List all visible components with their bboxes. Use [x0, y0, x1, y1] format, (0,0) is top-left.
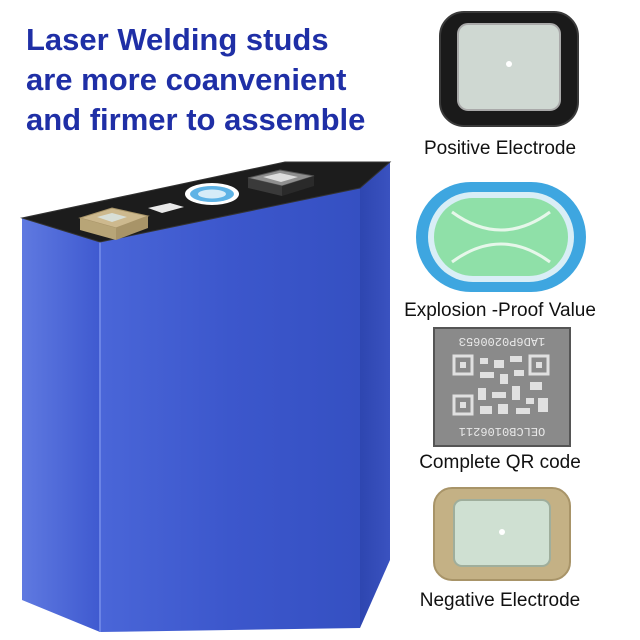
battery-positive-terminal [247, 169, 315, 196]
battery-negative-terminal [78, 207, 150, 240]
positive-electrode-icon [439, 11, 579, 127]
negative-electrode-label: Negative Electrode [419, 590, 581, 611]
qr-code-text-top: 1AD6P020065З [459, 334, 545, 348]
headline-line-1: Laser Welding studs [26, 22, 329, 57]
explosion-proof-valve-icon [416, 182, 586, 292]
battery-side-face [360, 162, 390, 628]
explosion-proof-valve-label: Explosion -Proof Value [404, 300, 596, 321]
battery-qr-plate [148, 203, 184, 213]
feature-positive-electrode: Positive Electrode [380, 0, 640, 170]
negative-electrode-icon [433, 487, 571, 581]
battery-valve [185, 183, 239, 205]
headline: Laser Welding studs are more coanvenient… [26, 20, 406, 140]
qr-code-text-bottom: OELCB0106211 [459, 424, 545, 438]
qr-code-icon: 1AD6P020065З OELCB0106211 [433, 327, 571, 447]
positive-electrode-label: Positive Electrode [423, 138, 577, 159]
qr-code-label: Complete QR code [419, 452, 581, 473]
battery-cell-image [20, 161, 392, 632]
battery-front-face [22, 218, 100, 632]
headline-line-2: are more coanvenient [26, 62, 347, 97]
feature-negative-electrode: Negative Electrode [380, 480, 640, 640]
headline-line-3: and firmer to assemble [26, 102, 366, 137]
feature-explosion-proof-valve: Explosion -Proof Value [380, 170, 640, 321]
feature-qr-code: 1AD6P020065З OELCB0106211 [380, 320, 640, 480]
